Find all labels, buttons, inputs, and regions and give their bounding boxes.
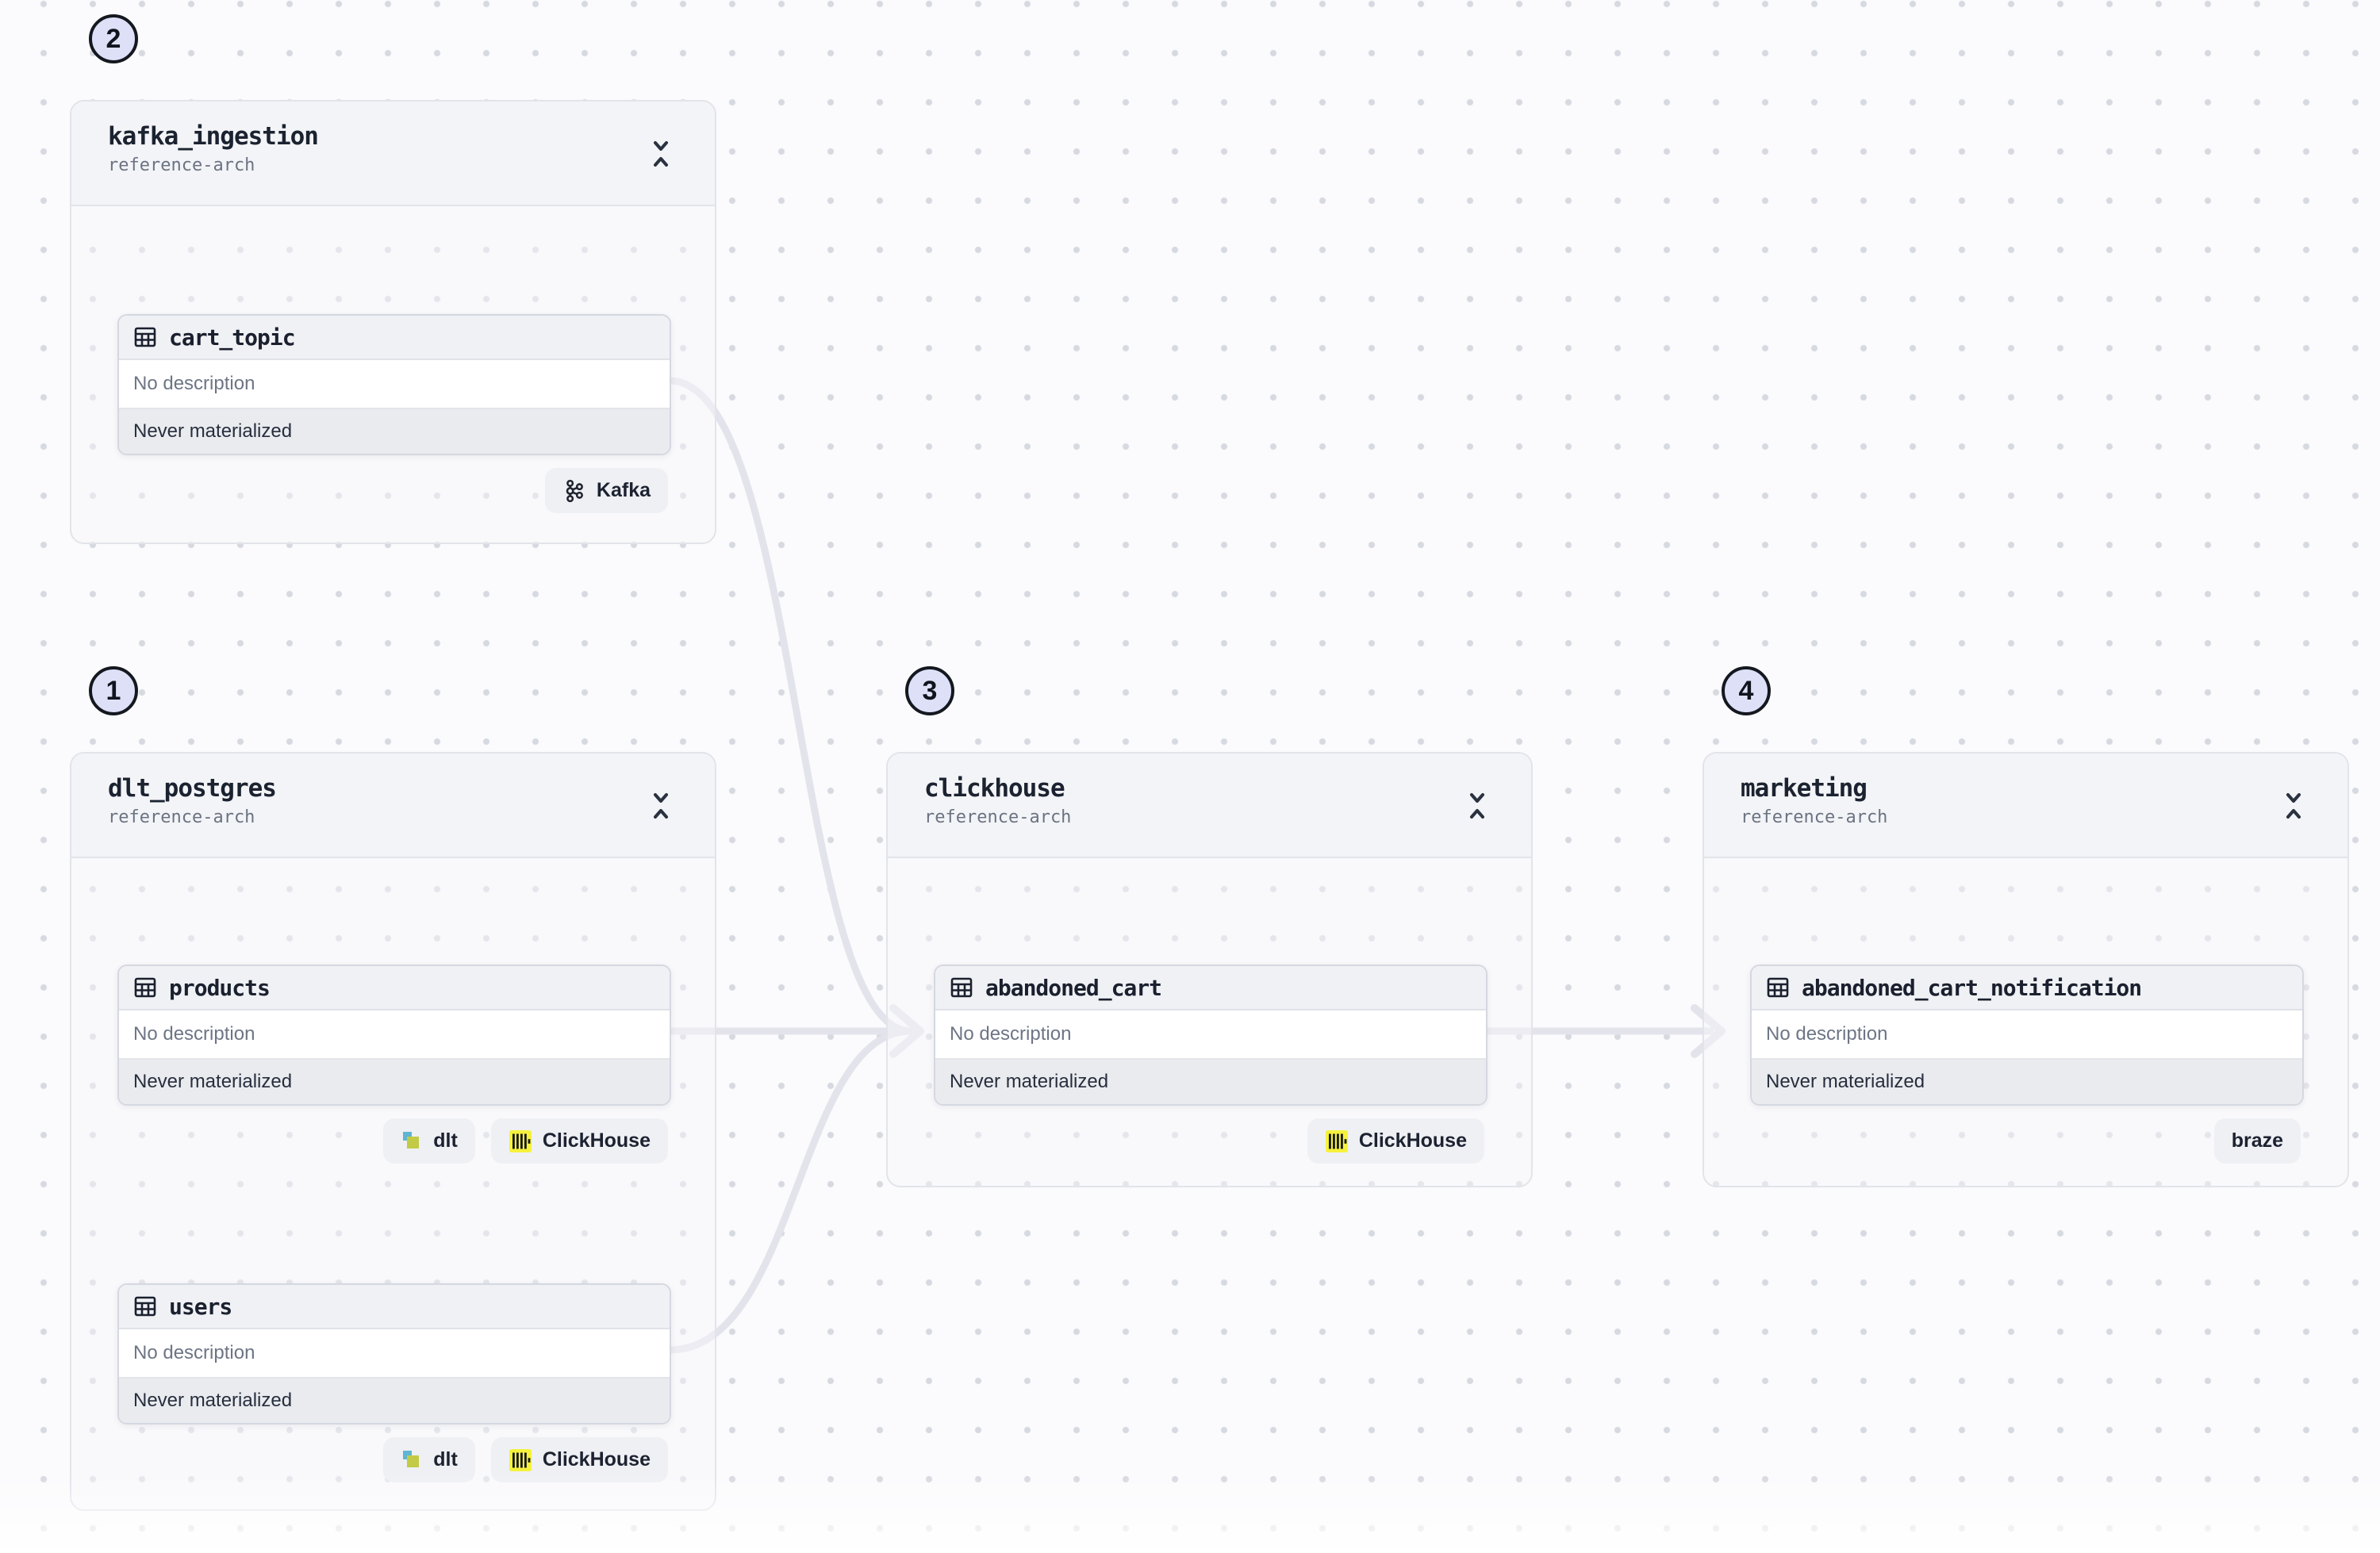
group-title: dlt_postgres [108, 774, 277, 803]
collapse-icon[interactable] [643, 784, 678, 828]
step-badge-2: 2 [89, 14, 138, 63]
asset-group-dlt-postgres: 1 dlt_postgres reference-arch [70, 666, 716, 1511]
asset-description: No description [119, 360, 670, 408]
collapse-icon[interactable] [1460, 784, 1495, 828]
asset-card-abandoned-cart[interactable]: abandoned_cart No description Never mate… [934, 964, 1488, 1106]
collapse-icon[interactable] [643, 132, 678, 176]
kind-badge-clickhouse[interactable]: ClickHouse [490, 1437, 668, 1482]
group-subtitle: reference-arch [924, 807, 1072, 827]
clickhouse-icon [509, 1448, 532, 1471]
asset-description: No description [119, 1010, 670, 1058]
step-badge-3: 3 [905, 666, 954, 715]
clickhouse-icon [1325, 1129, 1348, 1152]
group-subtitle: reference-arch [108, 155, 255, 175]
table-icon [134, 977, 156, 998]
dlt-icon [403, 1450, 420, 1467]
kind-label: Kafka [596, 479, 651, 501]
asset-description: No description [1752, 1010, 2302, 1058]
asset-status: Never materialized [935, 1058, 1486, 1104]
kind-label: dlt [433, 1448, 458, 1471]
asset-card-cart-topic[interactable]: cart_topic No description Never material… [117, 314, 671, 455]
kind-label: ClickHouse [542, 1448, 651, 1471]
dlt-icon [403, 1131, 420, 1148]
asset-card-users[interactable]: users No description Never materialized [117, 1283, 671, 1425]
asset-group-clickhouse: 3 clickhouse reference-arch ab [886, 666, 1533, 1187]
asset-name: abandoned_cart_notification [1802, 974, 2142, 1001]
asset-description: No description [935, 1010, 1486, 1058]
kind-badge-dlt[interactable]: dlt [383, 1437, 475, 1482]
kind-badge-kafka[interactable]: Kafka [544, 468, 668, 513]
clickhouse-icon [509, 1129, 532, 1152]
asset-group-kafka-ingestion: 2 kafka_ingestion reference-arch [70, 14, 716, 544]
kind-label: dlt [433, 1129, 458, 1152]
asset-group-marketing: 4 marketing reference-arch aba [1702, 666, 2349, 1187]
kind-label: ClickHouse [1358, 1129, 1467, 1152]
asset-name: abandoned_cart [985, 974, 1162, 1001]
table-icon [1767, 977, 1789, 998]
group-subtitle: reference-arch [1741, 807, 1888, 827]
kind-badge-clickhouse[interactable]: ClickHouse [1307, 1118, 1484, 1164]
step-badge-1: 1 [89, 666, 138, 715]
asset-status: Never materialized [119, 1058, 670, 1104]
group-subtitle: reference-arch [108, 807, 255, 827]
asset-description: No description [119, 1329, 670, 1377]
asset-name: cart_topic [169, 324, 296, 351]
table-icon [134, 1296, 156, 1317]
kind-badge-braze[interactable]: braze [2213, 1118, 2301, 1164]
kind-label: braze [2231, 1129, 2283, 1152]
group-title: marketing [1741, 774, 1868, 803]
asset-card-products[interactable]: products No description Never materializ… [117, 964, 671, 1106]
asset-name: products [169, 974, 271, 1001]
group-title: kafka_ingestion [108, 122, 319, 151]
table-icon [950, 977, 973, 998]
table-icon [134, 327, 156, 347]
group-header-marketing[interactable]: marketing reference-arch [1704, 753, 2347, 858]
kafka-icon [566, 479, 583, 502]
asset-status: Never materialized [1752, 1058, 2302, 1104]
group-header-kafka-ingestion[interactable]: kafka_ingestion reference-arch [71, 102, 715, 206]
group-title: clickhouse [924, 774, 1065, 803]
kind-badge-clickhouse[interactable]: ClickHouse [490, 1118, 668, 1164]
kind-badge-dlt[interactable]: dlt [383, 1118, 475, 1164]
asset-status: Never materialized [119, 408, 670, 454]
asset-name: users [169, 1293, 232, 1320]
step-badge-4: 4 [1722, 666, 1771, 715]
asset-card-abandoned-cart-notification[interactable]: abandoned_cart_notification No descripti… [1750, 964, 2304, 1106]
collapse-icon[interactable] [2276, 784, 2311, 828]
group-header-dlt-postgres[interactable]: dlt_postgres reference-arch [71, 753, 715, 858]
group-header-clickhouse[interactable]: clickhouse reference-arch [888, 753, 1531, 858]
kind-label: ClickHouse [542, 1129, 651, 1152]
asset-status: Never materialized [119, 1377, 670, 1423]
